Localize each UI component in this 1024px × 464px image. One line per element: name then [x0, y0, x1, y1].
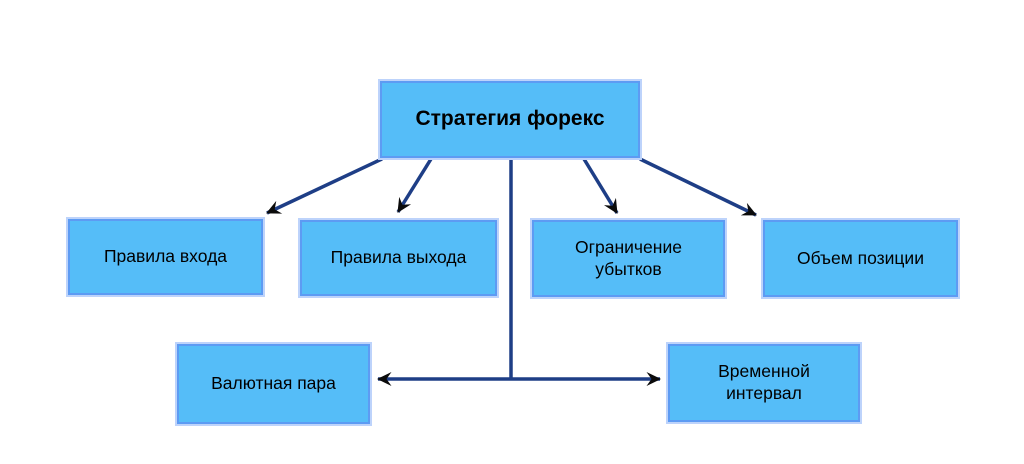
node-position-size: Объем позиции: [763, 220, 958, 297]
node-entry-rules-label: Правила входа: [103, 246, 228, 267]
node-exit-rules: Правила выхода: [300, 220, 497, 296]
node-time-interval-label: Временной интервал: [718, 361, 810, 403]
node-currency-pair: Валютная пара: [177, 344, 370, 424]
arrow-strategy-to-exit-rules: [396, 158, 433, 213]
arrow-strategy-to-entry-rules: [266, 157, 383, 215]
node-position-size-label: Объем позиции: [796, 247, 924, 268]
node-currency-pair-label: Валютная пара: [211, 373, 336, 394]
node-time-interval: Временной интервал: [668, 344, 860, 422]
arrow-strategy-to-position-size: [639, 157, 757, 217]
node-entry-rules: Правила входа: [68, 219, 263, 295]
node-exit-rules-label: Правила выхода: [330, 247, 467, 268]
arrow-strategy-to-loss-limit: [582, 158, 619, 214]
node-strategy-label: Стратегия форекс: [415, 107, 605, 131]
node-strategy: Стратегия форекс: [380, 81, 640, 158]
node-loss-limit-label: Ограничение убытков: [575, 236, 682, 279]
node-loss-limit: Ограничение убытков: [532, 220, 725, 297]
